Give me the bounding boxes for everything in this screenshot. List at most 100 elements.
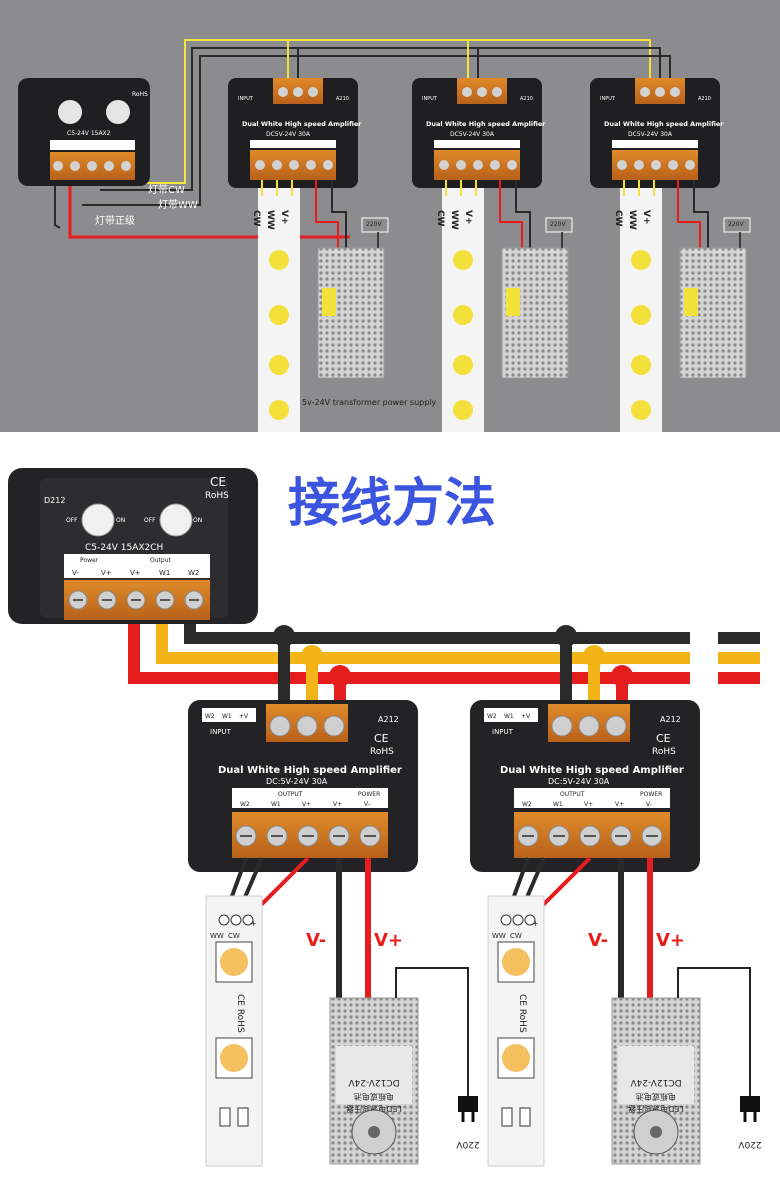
top-amp-input-label: INPUT (238, 96, 254, 102)
amp-power-label: POWER (640, 791, 662, 798)
amp-output-label-strip (232, 788, 388, 808)
amp-power-label: POWER (358, 791, 380, 798)
top-psu-wire-black (693, 180, 709, 250)
knob-w2-icon[interactable] (159, 503, 193, 537)
psu-label-line3: DC12V-24V (630, 1077, 682, 1087)
top-psu-voltage: 220V (550, 221, 566, 228)
knob-w1-icon[interactable] (81, 503, 115, 537)
psu-label-panel (618, 1046, 694, 1104)
terminal-screw-icon (668, 160, 678, 170)
amp-output-terminal-label: W1 (271, 801, 281, 808)
led-chip-icon (220, 1044, 248, 1072)
strip-cw-label: CW (228, 932, 240, 940)
strip-ce-rohs-mark: CE RoHS (235, 994, 245, 1033)
dimmer-ce-mark: CE (210, 475, 226, 489)
junction-dot-black (273, 625, 295, 647)
led-chip-icon (220, 948, 248, 976)
knob-on-label: ON (116, 517, 125, 524)
top-psu-sticker (322, 288, 336, 316)
top-amp-title: Dual White High speed Amplifier (242, 120, 362, 128)
ac-cord (677, 967, 751, 1096)
amp-input-terminal-label: +V (239, 713, 249, 720)
strip-plus-label: + (532, 919, 539, 928)
amp-rating: DC:5V-24V 30A (548, 777, 610, 786)
amp-output-terminal-label: W2 (522, 801, 532, 808)
terminal-screw-icon (551, 715, 573, 737)
solder-pad-icon (218, 914, 230, 926)
solder-pad-icon (230, 914, 242, 926)
terminal-screw-icon (269, 715, 291, 737)
top-strip-vplus-label: V+ (463, 210, 473, 225)
top-amp-model: A210 (520, 96, 533, 102)
terminal-screw-icon (605, 715, 627, 737)
led-chip-icon (502, 1044, 530, 1072)
terminal-screw-icon (293, 87, 303, 97)
amp-ce-mark: CE (656, 732, 671, 745)
led-chip-icon (269, 400, 289, 420)
resistor-icon (237, 1107, 249, 1127)
top-amp-rating: DC5V-24V 30A (266, 131, 311, 138)
led-chip-icon (631, 305, 651, 325)
amp-output-terminal-label: V- (364, 801, 370, 808)
top-strip-cw-label: CW (613, 210, 623, 227)
amp-rohs-mark: RoHS (370, 747, 394, 757)
wire-label-positive: 灯带正级 (95, 215, 135, 227)
psu-label-line1: LED电源变压器 (628, 1104, 684, 1114)
terminal-screw-icon (685, 160, 695, 170)
top-psu-voltage-box (361, 217, 389, 233)
terminal-screw-icon (670, 87, 680, 97)
dimmer-brand-model: D212 (44, 496, 65, 505)
top-psu-wire-red (677, 180, 701, 250)
terminal-screw-icon (578, 715, 600, 737)
terminal-screw-icon (323, 160, 333, 170)
terminal-screw-icon (617, 160, 627, 170)
junction-dot-yellow (583, 645, 605, 667)
amp-input-label: INPUT (210, 728, 232, 736)
led-chip-icon (631, 355, 651, 375)
psu-label-line3: DC12V-24V (348, 1077, 400, 1087)
amp-output-terminal-label: W1 (553, 801, 563, 808)
amp-input-terminal-label: W2 (205, 713, 215, 720)
terminal-screw-icon (651, 160, 661, 170)
top-psu-wire-red (315, 180, 339, 250)
plug-icon (740, 1096, 760, 1112)
top-amp-label-strip (434, 140, 520, 148)
amp-input-terminal-label: W1 (504, 713, 514, 720)
terminal-screw-icon (462, 87, 472, 97)
amp-ce-mark: CE (374, 732, 389, 745)
top-psu-wire-black (515, 180, 531, 250)
strip-plus-label: + (250, 919, 257, 928)
wire-label-ww: 灯带WW (158, 199, 198, 211)
amp-input-terminal-label: W1 (222, 713, 232, 720)
terminal-screw-icon (456, 160, 466, 170)
vplus-label: V+ (656, 930, 685, 951)
resistor-icon (519, 1107, 531, 1127)
top-strip-ww-label: WW (265, 210, 275, 230)
knob-icon (106, 100, 130, 124)
led-strip (487, 895, 545, 1167)
top-strip-ww-label: WW (627, 210, 637, 230)
amp-output-terminal-label: V+ (302, 801, 311, 808)
junction-dot-red (329, 665, 351, 687)
solder-pad-icon (512, 914, 524, 926)
strip-ww-label: WW (492, 932, 506, 940)
terminal-screw-icon (289, 160, 299, 170)
psu-voltage-label: 220V (455, 1139, 479, 1149)
top-dimmer-model: C5-24V 15AX2 (67, 130, 111, 137)
amp-output-label-strip (514, 788, 670, 808)
terminal-screw-icon (634, 160, 644, 170)
top-signal-wires (54, 39, 671, 239)
junction-dot-black (555, 625, 577, 647)
terminal-screw-icon (308, 87, 318, 97)
led-chip-icon (269, 250, 289, 270)
led-chip-icon (631, 400, 651, 420)
ac-cord (395, 967, 469, 1096)
psu-label-panel (336, 1046, 412, 1104)
dimmer-terminal-label: V+ (101, 569, 112, 577)
amp-model: A212 (378, 715, 399, 724)
solder-pad-icon (524, 914, 536, 926)
amp-output-terminal-label: V+ (333, 801, 342, 808)
